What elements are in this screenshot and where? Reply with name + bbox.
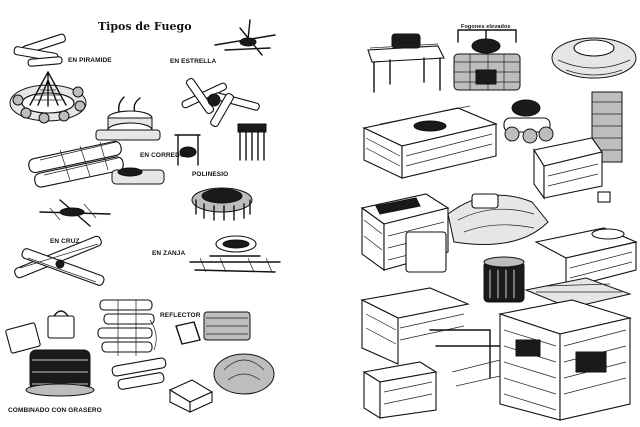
barrel-stove-drawing: [483, 256, 525, 303]
chimney-stove-drawing: [533, 91, 623, 203]
elevated-stoves-panel: Fogones elevados: [340, 0, 640, 427]
rock-oven-drawing: [168, 353, 275, 413]
label-reflector: REFLECTOR: [160, 312, 201, 319]
round-stove-drawing: [447, 193, 549, 245]
cross-pot-drawing: [39, 199, 111, 227]
elevated-stoves-title: Fogones elevados: [461, 24, 511, 30]
large-oven-drawing: [451, 277, 633, 421]
label-en-corredor: EN CORREDOR: [140, 152, 190, 159]
pot-on-logs-drawing: [503, 99, 554, 144]
raised-platform-drawing: [360, 287, 501, 419]
cross-fire-drawing: [14, 235, 105, 286]
label-en-cruz: EN CRUZ: [50, 238, 80, 245]
elevated-table-drawing: [367, 33, 445, 93]
star-fire-drawing: [181, 77, 260, 128]
polynesian-fire-drawing: [191, 187, 253, 221]
hanging-pot-drawing: [174, 123, 267, 166]
label-polinesio: POLINESIO: [192, 171, 229, 178]
label-combinado-con-grasero: COMBINADO CON GRASERO: [8, 407, 102, 414]
fire-types-title: Tipos de Fuego: [98, 20, 192, 33]
reflector-fire-drawing: [97, 299, 251, 390]
pyramid-logs-drawing: [13, 33, 66, 67]
trench-fire-drawing: [189, 235, 281, 273]
fire-types-drawings: [5, 19, 281, 413]
fire-types-panel: Tipos de Fuego: [5, 19, 281, 414]
combined-grill-drawing: [5, 310, 95, 397]
label-en-zanja: EN ZANJA: [152, 250, 186, 257]
label-en-piramide: EN PIRAMIDE: [68, 57, 112, 64]
corridor-fire-drawing: [28, 96, 161, 188]
block-stove-drawing: [360, 193, 450, 273]
stone-tower-drawing: [453, 29, 521, 91]
elevated-stoves-drawings: [360, 29, 638, 421]
stone-slab-drawing: [534, 227, 638, 289]
pyramid-fire-drawing: [9, 71, 87, 124]
small-pot-drawing: [111, 167, 165, 185]
label-en-estrella: EN ESTRELLA: [170, 58, 217, 65]
star-pot-drawing: [214, 19, 276, 56]
log-bed-drawing: [362, 105, 498, 179]
stone-ring-drawing: [551, 37, 637, 79]
